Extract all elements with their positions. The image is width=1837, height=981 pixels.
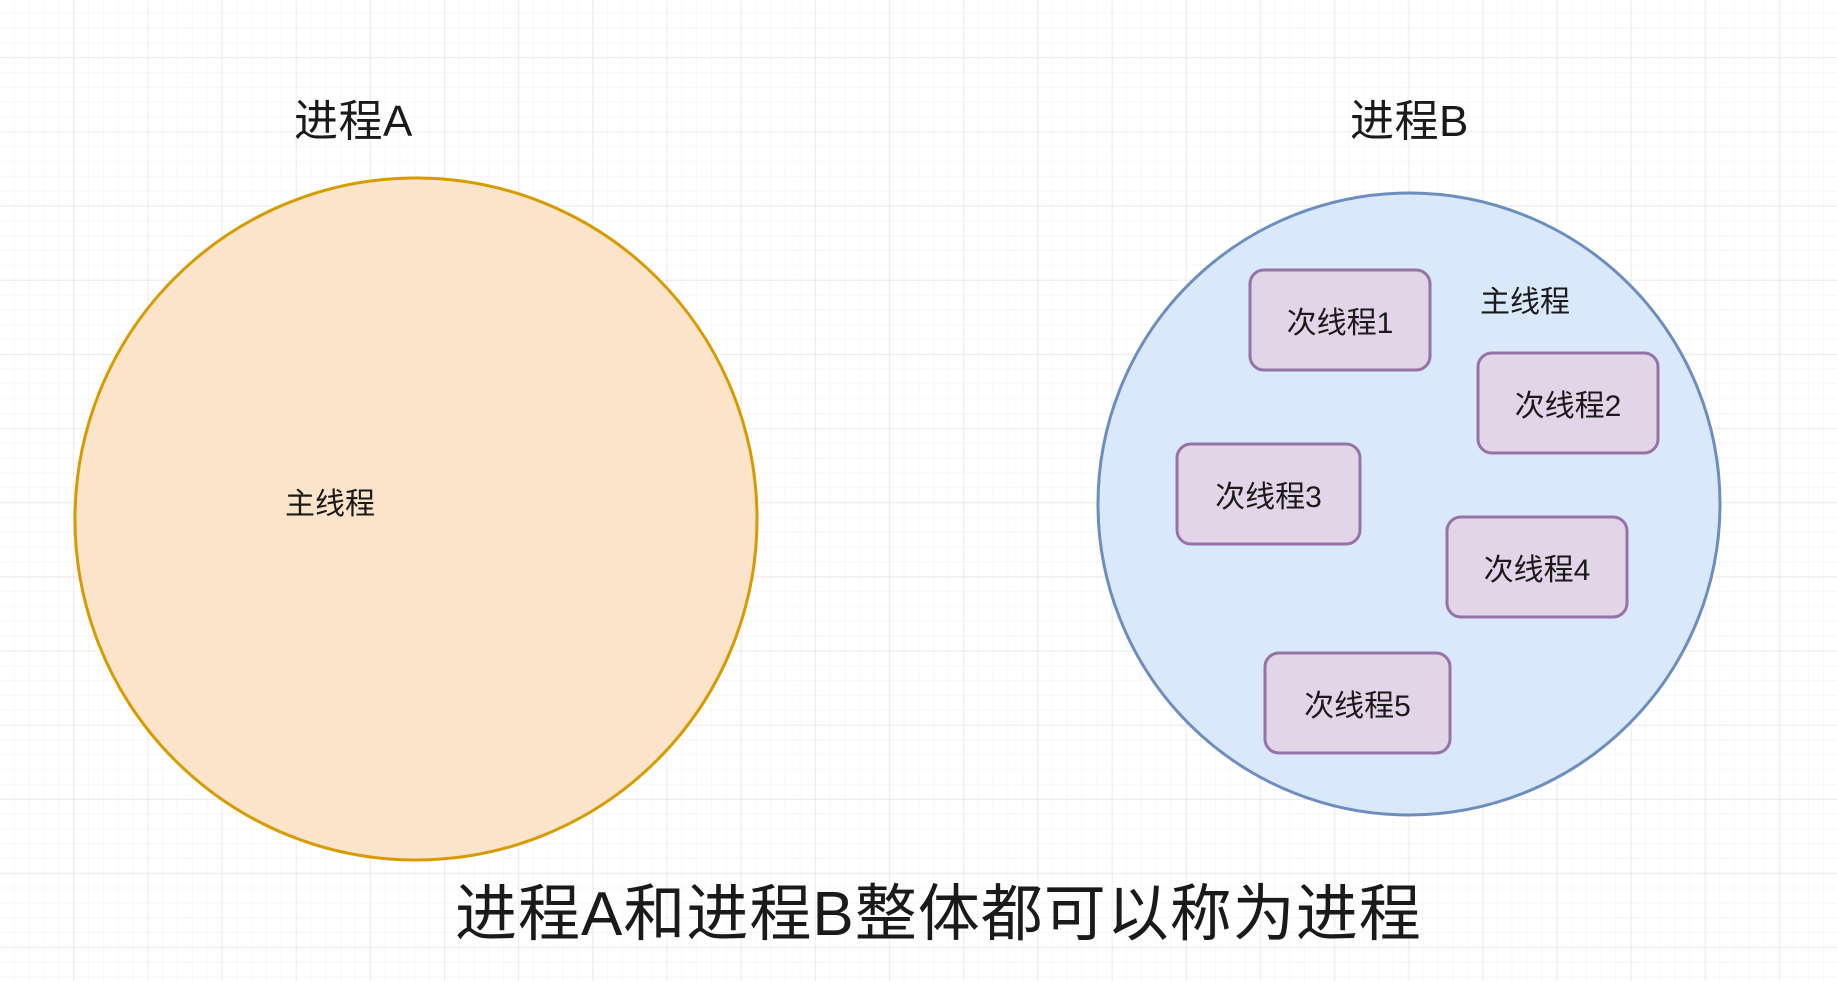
process-a-title: 进程A <box>294 97 413 146</box>
thread-box[interactable] <box>1263 651 1452 755</box>
thread-rect-group <box>1175 268 1660 755</box>
process-b-main-thread-label: 主线程 <box>1480 286 1570 319</box>
diagram-caption: 进程A和进程B整体都可以称为进程 <box>455 880 1422 949</box>
thread-box[interactable] <box>1476 351 1660 455</box>
thread-box[interactable] <box>1175 442 1362 546</box>
thread-box[interactable] <box>1248 268 1432 372</box>
thread-box[interactable] <box>1445 515 1629 619</box>
process-a-circle[interactable] <box>73 176 759 862</box>
process-a-main-thread-label: 主线程 <box>285 488 375 521</box>
process-b-title: 进程B <box>1350 97 1469 146</box>
